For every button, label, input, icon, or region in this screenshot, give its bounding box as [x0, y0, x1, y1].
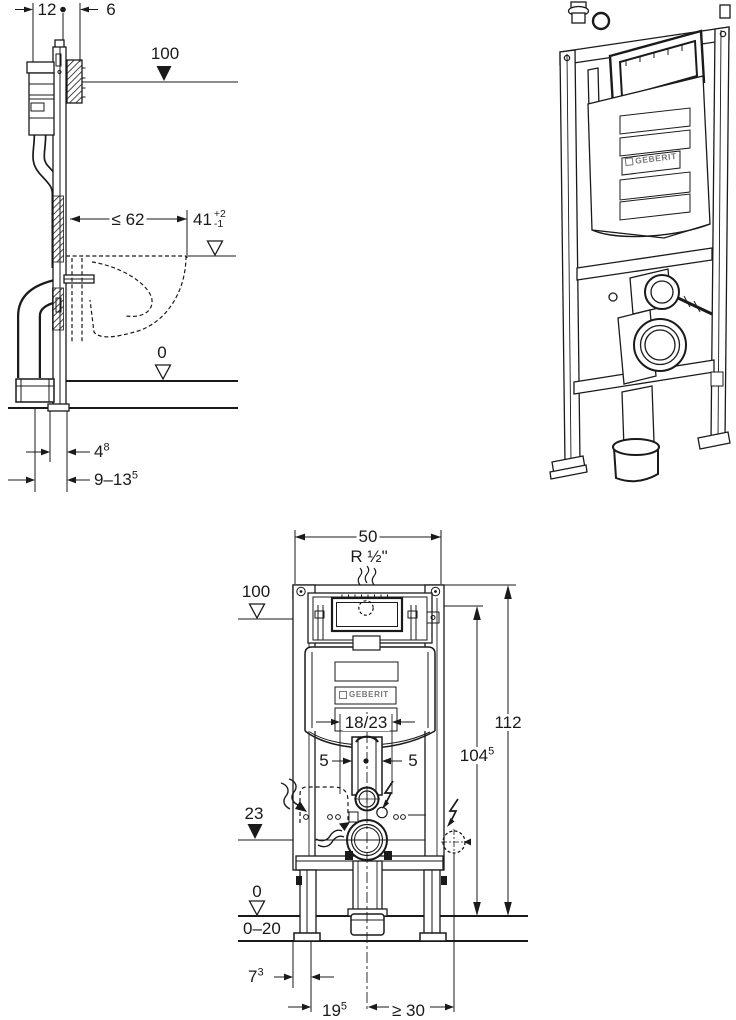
concealed-parts — [299, 786, 426, 823]
logo-square-icon — [624, 157, 634, 167]
dim-flush-bend: 18/23 — [342, 713, 390, 732]
front-dimension-lines — [238, 530, 516, 1012]
dim-outlet-offset: 195 — [322, 1000, 348, 1020]
front-dimension-arrows — [247, 533, 512, 1011]
bowl-level-triangle-icon — [206, 240, 224, 257]
water-connection-label: R ½" — [350, 547, 388, 566]
dim-wall-offset: 12 — [37, 0, 57, 19]
geberit-logo: GEBERIT — [339, 691, 389, 699]
seal-ring-icon — [591, 11, 611, 31]
dim-leg-inset: 73 — [248, 966, 264, 986]
drain-socket-icon — [612, 438, 660, 456]
dashed-valve-box — [299, 786, 349, 823]
front-cistern — [304, 635, 436, 749]
side-section-drawing — [8, 3, 238, 492]
water-wave-icon — [357, 565, 377, 586]
left-foot — [293, 932, 321, 942]
cistern-body — [28, 72, 55, 136]
access-opening — [307, 592, 440, 644]
perspective-drawing — [549, 1, 731, 483]
dim-center-right: 5 — [408, 751, 418, 770]
drain-flange-icon — [633, 318, 687, 372]
drain-socket — [15, 378, 55, 403]
outlet-level-triangle-icon — [247, 824, 263, 839]
lightning-icon — [448, 798, 459, 824]
water-connection-dashed-circle-icon — [358, 600, 374, 616]
water-squiggle-arrow-icon — [280, 778, 299, 810]
lightning-icon — [383, 780, 394, 806]
side-section-view: 12 6 100 ≤ 62 41+2-1 0 48 9–135 — [0, 0, 256, 500]
left-leg — [299, 869, 317, 935]
drain-pipe — [352, 860, 383, 913]
lightning-arrowhead — [447, 818, 455, 827]
water-squiggle-arrow-icon — [315, 829, 345, 848]
threaded-rod-icon — [677, 296, 713, 316]
side-floor-lines — [8, 380, 238, 409]
logo-panel — [334, 686, 397, 705]
water-fitting-icon — [567, 1, 590, 24]
inspection-window — [330, 596, 404, 633]
front-floor-triangle-icon — [248, 900, 266, 917]
logo-square-icon — [339, 691, 347, 699]
dim-bowl-height: 41+2-1 — [193, 208, 226, 230]
dim-frame-height: 112 — [492, 713, 524, 732]
dim-supply-height: 1045 — [457, 745, 497, 765]
dim-actuation-height: 100 — [150, 44, 180, 63]
side-structure — [15, 39, 95, 412]
right-foot — [419, 932, 447, 942]
dim-drain-offset: 48 — [94, 441, 110, 461]
floor-level-triangle-icon — [154, 364, 172, 381]
front-drawing — [238, 530, 528, 1012]
lightning-arrowhead — [382, 799, 389, 809]
drain-socket — [350, 913, 385, 936]
rail-foot — [47, 403, 70, 412]
wc-bowl-dashed-outline — [66, 255, 187, 342]
cistern-lid — [26, 61, 55, 74]
logo-panel — [621, 150, 681, 176]
side-dimension-lines — [8, 3, 238, 492]
side-dimension-arrows — [24, 6, 187, 484]
dim-drain-range: 9–135 — [94, 469, 138, 489]
dim-actuation-height: 100 — [241, 582, 271, 601]
actuator-plate — [66, 59, 83, 104]
dim-power-offset: ≥ 30 — [392, 1001, 425, 1020]
annotation-icons — [280, 778, 471, 855]
drain-assembly — [315, 712, 425, 1012]
actuation-level-triangle-icon — [248, 603, 266, 620]
fill-valve-cap — [352, 635, 381, 651]
dim-bowl-depth-max: ≤ 62 — [109, 210, 147, 229]
level-markers — [154, 240, 224, 381]
perspective-view: GEBERIT — [540, 0, 736, 490]
flush-bend-arrows — [331, 718, 401, 765]
front-dimension-view: 50 R ½" 100 18/23 5 5 23 112 1045 0 0–20… — [236, 520, 536, 1020]
persp-structure — [549, 1, 731, 483]
dim-plate-depth: 6 — [106, 0, 116, 19]
dim-leg-adjust: 0–20 — [243, 919, 281, 938]
inlet-elbow-icon — [644, 274, 680, 310]
front-level-markers — [248, 603, 266, 917]
dim-floor-level: 0 — [252, 882, 262, 901]
right-foot — [697, 431, 731, 450]
dim-width: 50 — [356, 527, 380, 546]
dim-outlet-height: 23 — [244, 804, 264, 823]
dim-floor-level: 0 — [157, 343, 167, 362]
cable-grommet-icon — [376, 806, 388, 819]
dim-center-left: 5 — [319, 751, 329, 770]
